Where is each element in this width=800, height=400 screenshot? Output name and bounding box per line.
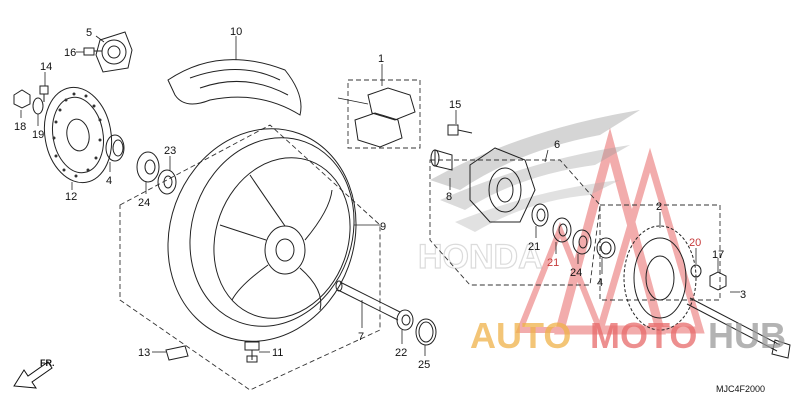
part-7-axle xyxy=(335,280,401,321)
part-14-bolt xyxy=(39,85,49,102)
wheel-assembly-box xyxy=(119,124,381,391)
callout-8: 8 xyxy=(446,191,452,203)
part-19-washer xyxy=(32,97,44,115)
callout-22: 22 xyxy=(395,347,407,359)
part-18-nut xyxy=(13,89,31,109)
part-3-long-bolt xyxy=(686,297,791,359)
part-21-bearing-b xyxy=(552,217,572,243)
callout-19: 19 xyxy=(32,129,44,141)
part-8-collar xyxy=(430,149,453,171)
callout-24-left: 24 xyxy=(138,197,150,209)
part-24-bearing-left xyxy=(136,151,160,183)
callout-1: 1 xyxy=(378,53,384,65)
hub-assembly-box xyxy=(429,159,601,286)
callout-14: 14 xyxy=(40,61,52,73)
part-13-balance-weight xyxy=(165,345,189,361)
callout-5: 5 xyxy=(86,27,92,39)
callout-24-right: 24 xyxy=(570,267,582,279)
callout-13: 13 xyxy=(138,347,150,359)
callout-9: 9 xyxy=(380,221,386,233)
sprocket-box xyxy=(599,204,721,301)
part-24-bearing-right xyxy=(572,229,592,255)
callout-21b: 21 xyxy=(547,257,559,269)
watermark-text: AUTO MOTO HUB xyxy=(470,315,786,356)
callout-12: 12 xyxy=(65,191,77,203)
watermark-hub: HUB xyxy=(708,315,786,356)
callout-16: 16 xyxy=(64,47,76,59)
part-6-hub-flange xyxy=(469,147,536,223)
callout-25: 25 xyxy=(418,359,430,371)
callout-23: 23 xyxy=(164,145,176,157)
part-12-brake-disc xyxy=(43,86,113,184)
watermark-moto: MOTO xyxy=(590,315,697,356)
callout-6: 6 xyxy=(554,139,560,151)
part-22-bearing xyxy=(396,309,414,331)
part-9-wheel xyxy=(167,128,357,342)
part-1-dampers xyxy=(337,87,416,148)
part-4-collar-right xyxy=(596,237,616,259)
diagram-code: MJC4F2000 xyxy=(716,384,765,394)
callout-10: 10 xyxy=(230,26,242,38)
honda-wing-logo: HONDA xyxy=(417,110,640,277)
part-2-sprocket xyxy=(623,225,697,331)
part-11-valve xyxy=(244,341,260,363)
callout-7: 7 xyxy=(358,331,364,343)
part-23-seal xyxy=(157,169,177,195)
watermark-auto: AUTO xyxy=(470,315,571,356)
part-16-bolt xyxy=(83,47,102,56)
assembly-boxes xyxy=(119,79,721,391)
callout-15: 15 xyxy=(449,99,461,111)
callout-4-left: 4 xyxy=(106,175,112,187)
callout-17: 17 xyxy=(712,249,724,261)
part-21-bearing-a xyxy=(531,203,549,227)
leader-lines xyxy=(20,35,740,356)
callout-11: 11 xyxy=(272,347,283,359)
part-5-pulser-ring xyxy=(95,31,133,73)
callout-21a: 21 xyxy=(528,241,540,253)
part-17-nut xyxy=(709,271,727,291)
callout-20: 20 xyxy=(689,237,701,249)
part-20-washer xyxy=(690,264,702,278)
callout-3: 3 xyxy=(740,289,746,301)
damper-box xyxy=(347,79,421,149)
part-10-tire xyxy=(167,59,302,116)
part-4-collar-left xyxy=(105,134,125,162)
part-15-bolt xyxy=(447,124,473,136)
part-25-o-ring xyxy=(415,318,437,346)
front-direction-arrow: FR. xyxy=(13,358,55,389)
callout-4-right: 4 xyxy=(597,277,603,289)
callouts: 5 16 10 1 14 18 19 12 4 24 23 9 7 22 25 … xyxy=(14,26,746,371)
callout-18: 18 xyxy=(14,121,26,133)
honda-wordmark: HONDA xyxy=(418,238,543,276)
callout-2: 2 xyxy=(656,201,662,213)
front-label: FR. xyxy=(40,358,55,368)
